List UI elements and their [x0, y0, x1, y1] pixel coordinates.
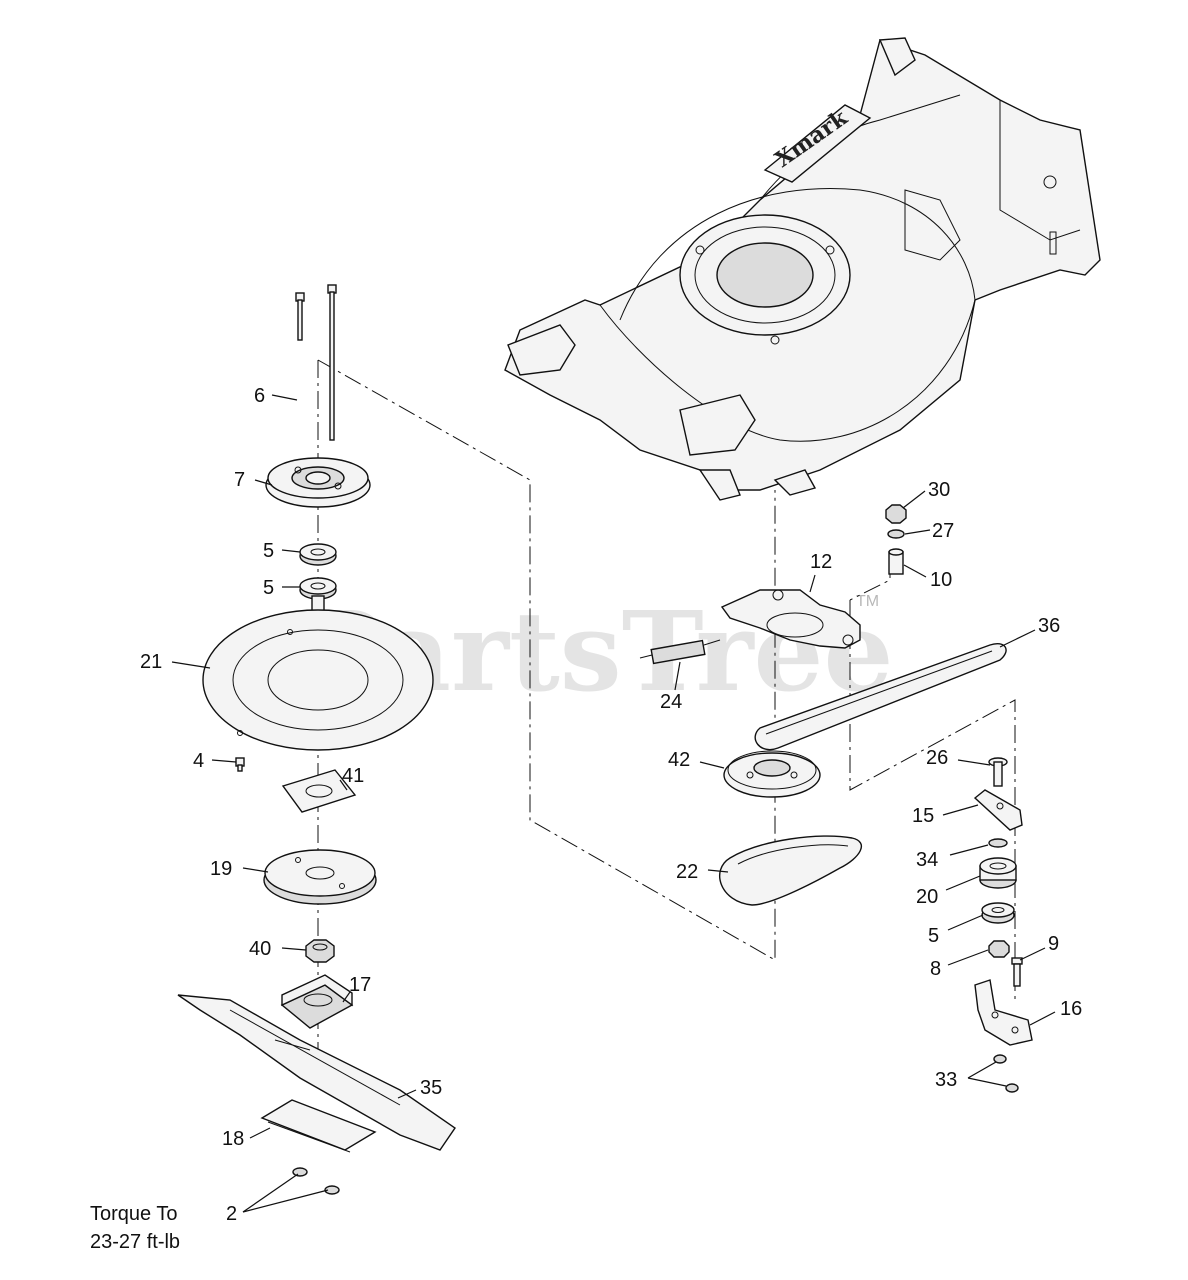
callout-24: 24 [660, 691, 682, 713]
pin-26 [988, 757, 1008, 787]
bolt-6a [295, 292, 305, 341]
screw-4 [235, 757, 245, 772]
callout-12: 12 [810, 551, 832, 573]
torque-note-line2: 23-27 ft-lb [90, 1231, 180, 1253]
torque-note-line1: Torque To [90, 1203, 177, 1225]
deck-plate-21 [202, 609, 434, 751]
washer-27 [887, 529, 905, 539]
nut-8 [988, 940, 1010, 958]
pulley-hub-7 [265, 457, 371, 508]
callout-9: 9 [1048, 933, 1059, 955]
callout-5c: 5 [928, 925, 939, 947]
callout-36: 36 [1038, 615, 1060, 637]
callout-2: 2 [226, 1203, 237, 1225]
callout-18: 18 [222, 1128, 244, 1150]
callout-33: 33 [935, 1069, 957, 1091]
torque-note: Torque To 23-27 ft-lb [90, 1203, 180, 1253]
callout-15: 15 [912, 805, 934, 827]
callout-17: 17 [349, 974, 371, 996]
stiffener-18 [260, 1099, 377, 1153]
callout-22: 22 [676, 861, 698, 883]
nut-30 [885, 504, 907, 524]
spring-24 [639, 639, 721, 665]
bearing-5c [981, 902, 1015, 924]
callout-16: 16 [1060, 998, 1082, 1020]
callout-26: 26 [926, 747, 948, 769]
bushing-10 [888, 548, 904, 575]
callout-41: 41 [342, 765, 364, 787]
callouts: 6 7 5 5 21 4 41 19 40 17 35 18 2 30 27 1… [140, 385, 1082, 1225]
callout-34: 34 [916, 849, 938, 871]
callout-6: 6 [254, 385, 265, 407]
mower-deck: Xmark [504, 37, 1101, 501]
callout-35: 35 [420, 1077, 442, 1099]
washer-34 [988, 838, 1008, 848]
callout-30: 30 [928, 479, 950, 501]
blade-holder-17 [280, 974, 354, 1029]
mounting-bracket-16 [974, 979, 1033, 1046]
assembly-lines [317, 359, 1016, 1085]
idler-pulley-42 [723, 750, 821, 798]
callout-4: 4 [193, 750, 204, 772]
blade-35 [177, 994, 456, 1151]
callout-40: 40 [249, 938, 271, 960]
bracket-15 [973, 789, 1023, 831]
callout-5a: 5 [263, 540, 274, 562]
blade-adapter-19 [263, 849, 377, 905]
callout-19: 19 [210, 858, 232, 880]
bearing-housing-20 [979, 857, 1017, 889]
callout-21: 21 [140, 651, 162, 673]
bolt-6b [327, 284, 337, 441]
callout-5b: 5 [263, 577, 274, 599]
bearing-5a [299, 543, 337, 566]
callout-8: 8 [930, 958, 941, 980]
callout-7: 7 [234, 469, 245, 491]
watermark-tm: TM [856, 593, 879, 610]
callout-27: 27 [932, 520, 954, 542]
leader-lines [171, 394, 1056, 1213]
pivot-bolt-9 [1011, 957, 1023, 987]
washers-2 [292, 1167, 340, 1195]
nuts-33 [993, 1054, 1019, 1093]
callout-20: 20 [916, 886, 938, 908]
belt-22 [719, 835, 863, 906]
callout-10: 10 [930, 569, 952, 591]
callout-42: 42 [668, 749, 690, 771]
belt-36 [754, 643, 1007, 751]
nut-40 [305, 939, 335, 963]
idler-arm-12 [720, 589, 861, 649]
plate-41 [281, 769, 357, 813]
